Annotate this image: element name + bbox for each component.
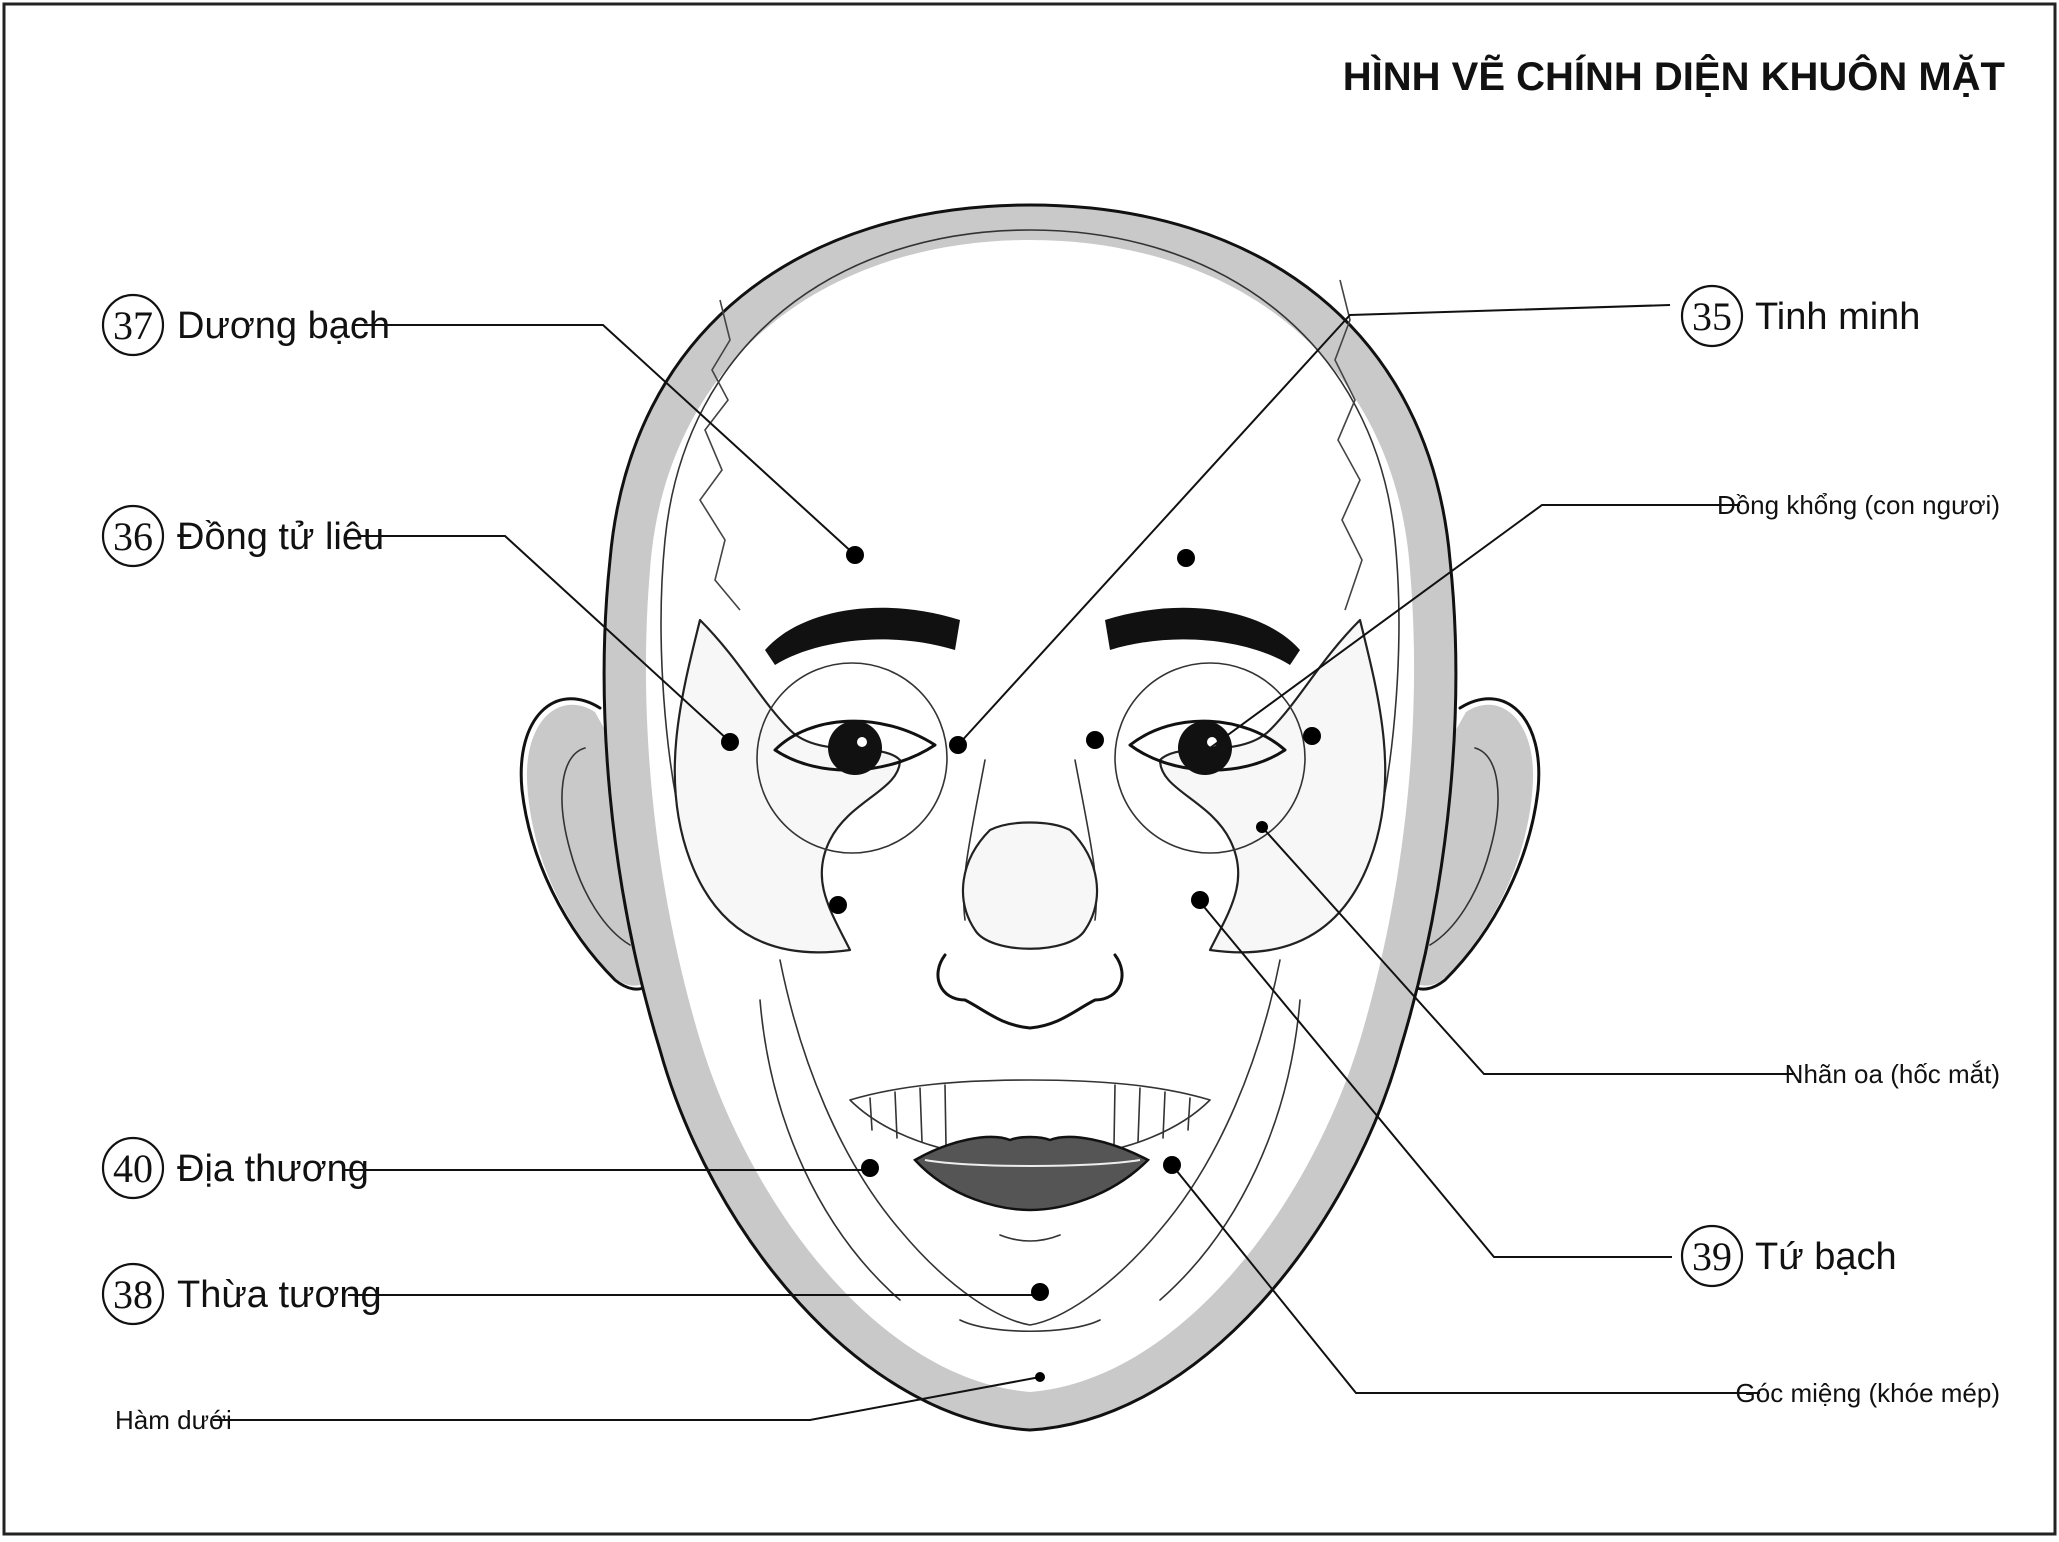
point-36-right [1303, 727, 1321, 745]
leader-ham-duoi [213, 1376, 1041, 1421]
label-39-number: 39 [1692, 1234, 1732, 1279]
head-outline [602, 203, 1458, 1432]
point-orbit-edge [1256, 821, 1268, 833]
label-36: 36 Đồng tử liêu [101, 504, 384, 568]
label-35: 35 Tinh minh [1680, 284, 1920, 348]
point-39-left [829, 896, 847, 914]
label-38-text: Thừa tương [177, 1274, 382, 1316]
leader-dong-khong [1209, 504, 1740, 749]
point-37-left [846, 546, 864, 564]
leader-36 [360, 535, 729, 741]
leader-nhan-oa [1261, 826, 1795, 1075]
point-35-right [1086, 731, 1104, 749]
leader-39 [1199, 901, 1672, 1258]
nose [936, 759, 1124, 1030]
point-jaw [1035, 1372, 1045, 1382]
leader-35 [957, 304, 1671, 746]
lip-line [924, 1159, 1141, 1167]
label-37-number: 37 [113, 303, 153, 348]
point-39-right [1191, 891, 1209, 909]
left-eye [773, 719, 937, 775]
point-37-right [1177, 549, 1195, 567]
label-39-text: Tứ bạch [1755, 1236, 1897, 1278]
teeth-ticks [869, 1084, 1191, 1146]
point-38 [1031, 1283, 1049, 1301]
point-36-left [721, 733, 739, 751]
label-40-text: Địa thương [177, 1148, 369, 1190]
jaw-bone [779, 959, 1281, 1326]
label-40: 40 Địa thương [101, 1136, 369, 1200]
label-38-number: 38 [113, 1272, 153, 1317]
right-eyebrow [1105, 607, 1300, 665]
jaw-inner-line [759, 999, 1301, 1301]
label-36-text: Đồng tử liêu [177, 516, 384, 558]
label-36-number: 36 [113, 514, 153, 559]
point-40-left [861, 1159, 879, 1177]
leader-37 [355, 324, 856, 556]
label-35-number: 35 [1692, 294, 1732, 339]
chin-lower [959, 1319, 1101, 1332]
right-cheekbone [1158, 618, 1387, 954]
acupoints [721, 546, 1321, 1382]
left-suture [699, 299, 741, 611]
point-35-left [949, 736, 967, 754]
label-35-text: Tinh minh [1755, 296, 1920, 338]
label-37: 37 Dương bạch [101, 293, 390, 357]
skull-outline [660, 229, 1400, 841]
head-illustration [519, 203, 1541, 1432]
left-orbit [756, 662, 948, 854]
chin-crease [999, 1234, 1061, 1242]
point-40-right [1163, 1156, 1181, 1174]
lips [913, 1135, 1151, 1212]
label-ham-duoi: Hàm dưới [115, 1405, 232, 1435]
label-38: 38 Thừa tương [101, 1262, 382, 1326]
leader-goc-mieng [1171, 1164, 1760, 1394]
label-40-number: 40 [113, 1146, 153, 1191]
left-cheekbone [673, 618, 902, 954]
label-37-text: Dương bạch [177, 305, 390, 347]
label-goc-mieng: Góc miệng (khóe mép) [1736, 1378, 2000, 1408]
leader-lines [213, 304, 1795, 1421]
label-nhan-oa: Nhãn oa (hốc mắt) [1785, 1059, 2000, 1089]
diagram-title: HÌNH VẼ CHÍNH DIỆN KHUÔN MẶT [1343, 53, 2005, 99]
label-dong-khong: Đồng khổng (con ngươi) [1717, 490, 2000, 520]
label-39: 39 Tứ bạch [1680, 1224, 1897, 1288]
head-inner-fill [645, 240, 1415, 1392]
right-orbit [1114, 662, 1306, 854]
right-suture [1334, 279, 1363, 611]
left-eyebrow [765, 607, 960, 665]
